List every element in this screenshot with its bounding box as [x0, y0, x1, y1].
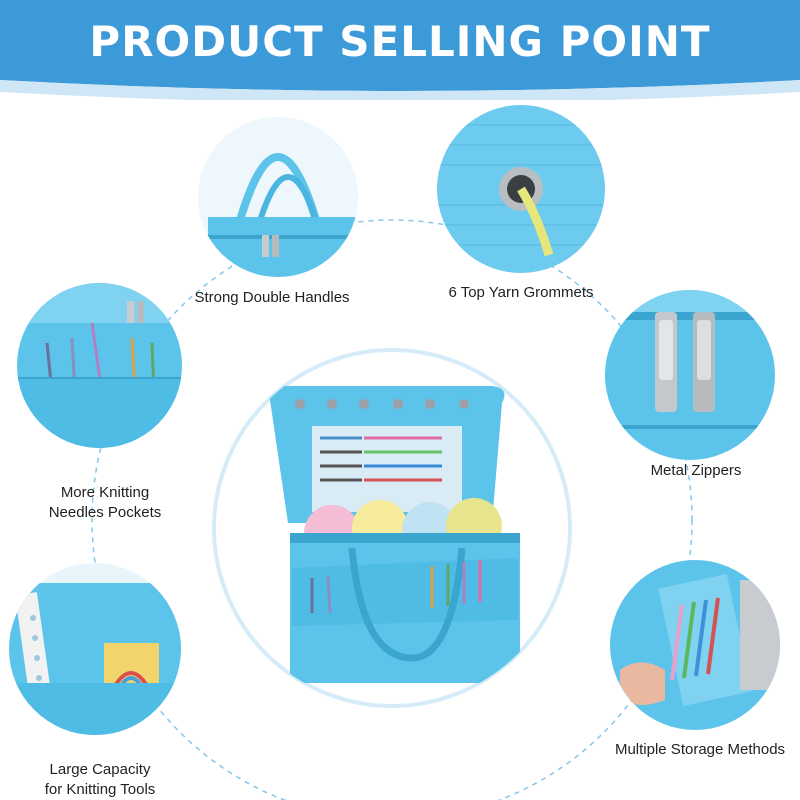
feature-image-handles: [198, 117, 358, 277]
feature-image-storage-methods: [610, 560, 780, 730]
feature-label-zippers: Metal Zippers: [650, 462, 742, 479]
header-banner: [0, 0, 800, 100]
feature-label-needle-pockets: More Knitting Needles Pockets: [48, 484, 162, 521]
feature-label-large-capacity: Large Capacity for Knitting Tools: [44, 761, 156, 798]
feature-label-handles: Strong Double Handles: [194, 289, 350, 306]
feature-image-zippers: [605, 290, 775, 460]
main-product-image: [212, 348, 572, 708]
feature-image-grommets: [437, 105, 605, 273]
feature-label-storage-methods: Multiple Storage Methods: [614, 741, 786, 758]
feature-label-grommets: 6 Top Yarn Grommets: [448, 284, 594, 301]
feature-image-large-capacity: [9, 563, 181, 735]
page-title: PRODUCT SELLING POINT: [89, 17, 711, 66]
feature-image-needle-pockets: [17, 283, 182, 448]
